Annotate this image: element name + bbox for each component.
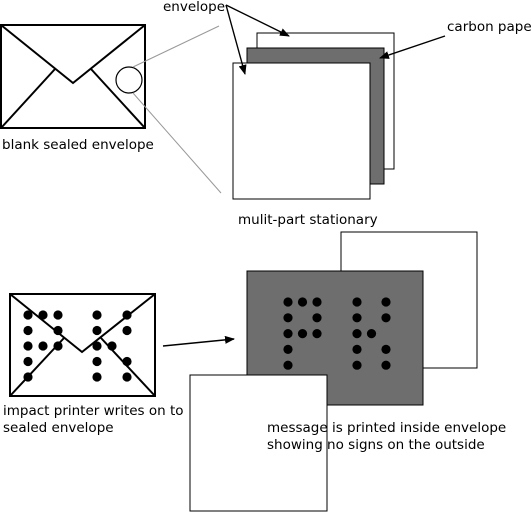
print-dot [38, 310, 48, 320]
print-dot [352, 344, 362, 354]
exploded-front-sheet [189, 374, 328, 512]
zoom-line-bottom [132, 92, 222, 194]
zoom-line-top [132, 25, 220, 68]
print-dot [381, 313, 391, 323]
print-dot [122, 325, 132, 336]
print-dot [53, 341, 63, 351]
envelope-arrow-back [225, 4, 290, 37]
print-dot [23, 372, 33, 382]
print-dot [92, 341, 102, 351]
print-dot [283, 344, 293, 354]
print-dot [23, 341, 33, 351]
message-dots [283, 297, 391, 370]
print-dot [352, 313, 362, 323]
print-dot [312, 329, 322, 339]
exploded-stationary [189, 231, 478, 512]
print-dot [352, 297, 362, 307]
print-dot [92, 356, 102, 367]
print-dot [297, 329, 308, 339]
magnify-circle [115, 66, 143, 94]
envelope-front-sheet [232, 62, 371, 200]
impact-printer-label-line1: impact printer writes on to [3, 403, 184, 419]
print-dot [381, 297, 391, 307]
printed-envelope-dots [23, 310, 132, 382]
print-dot [23, 310, 33, 320]
print-dot [283, 329, 293, 339]
message-label-line1: message is printed inside envelope [267, 420, 506, 436]
print-dot [352, 360, 362, 370]
printed-envelope [9, 293, 156, 397]
print-dot [23, 356, 33, 367]
envelope-arrow-front [225, 4, 247, 75]
print-dot [122, 372, 132, 382]
blank-sealed-envelope-label: blank sealed envelope [2, 137, 154, 153]
impact-printer-label-line2: sealed envelope [3, 420, 114, 436]
print-dot [107, 341, 117, 351]
print-dot [92, 310, 102, 320]
print-dot [312, 297, 322, 307]
envelope-flap [0, 24, 146, 85]
multi-part-stationary [232, 32, 395, 200]
print-dot [38, 341, 48, 351]
blank-sealed-envelope [0, 24, 146, 129]
print-dot [23, 325, 33, 336]
print-dot [366, 329, 377, 339]
print-dot [92, 325, 102, 336]
print-dot [381, 344, 391, 354]
print-dot [297, 297, 308, 307]
message-label-line2: showing no signs on the outside [267, 437, 485, 453]
print-dot [53, 310, 63, 320]
envelope-label: envelope [163, 0, 225, 15]
envelope-fold-left [0, 68, 56, 129]
carbon-paper-arrow [379, 35, 446, 59]
print-dot [53, 325, 63, 336]
print-dot [92, 372, 102, 382]
print-dot [122, 310, 132, 320]
print-dot [312, 313, 322, 323]
print-dot [283, 297, 293, 307]
envelope-fold-right [90, 68, 146, 129]
print-dot [381, 360, 391, 370]
print-dot [283, 360, 293, 370]
print-dot [352, 329, 362, 339]
print-arrow [162, 335, 235, 347]
print-dot [283, 313, 293, 323]
multi-part-stationary-label: mulit-part stationary [238, 212, 378, 228]
carbon-paper-label: carbon pape [447, 19, 531, 35]
print-dot [122, 356, 132, 367]
